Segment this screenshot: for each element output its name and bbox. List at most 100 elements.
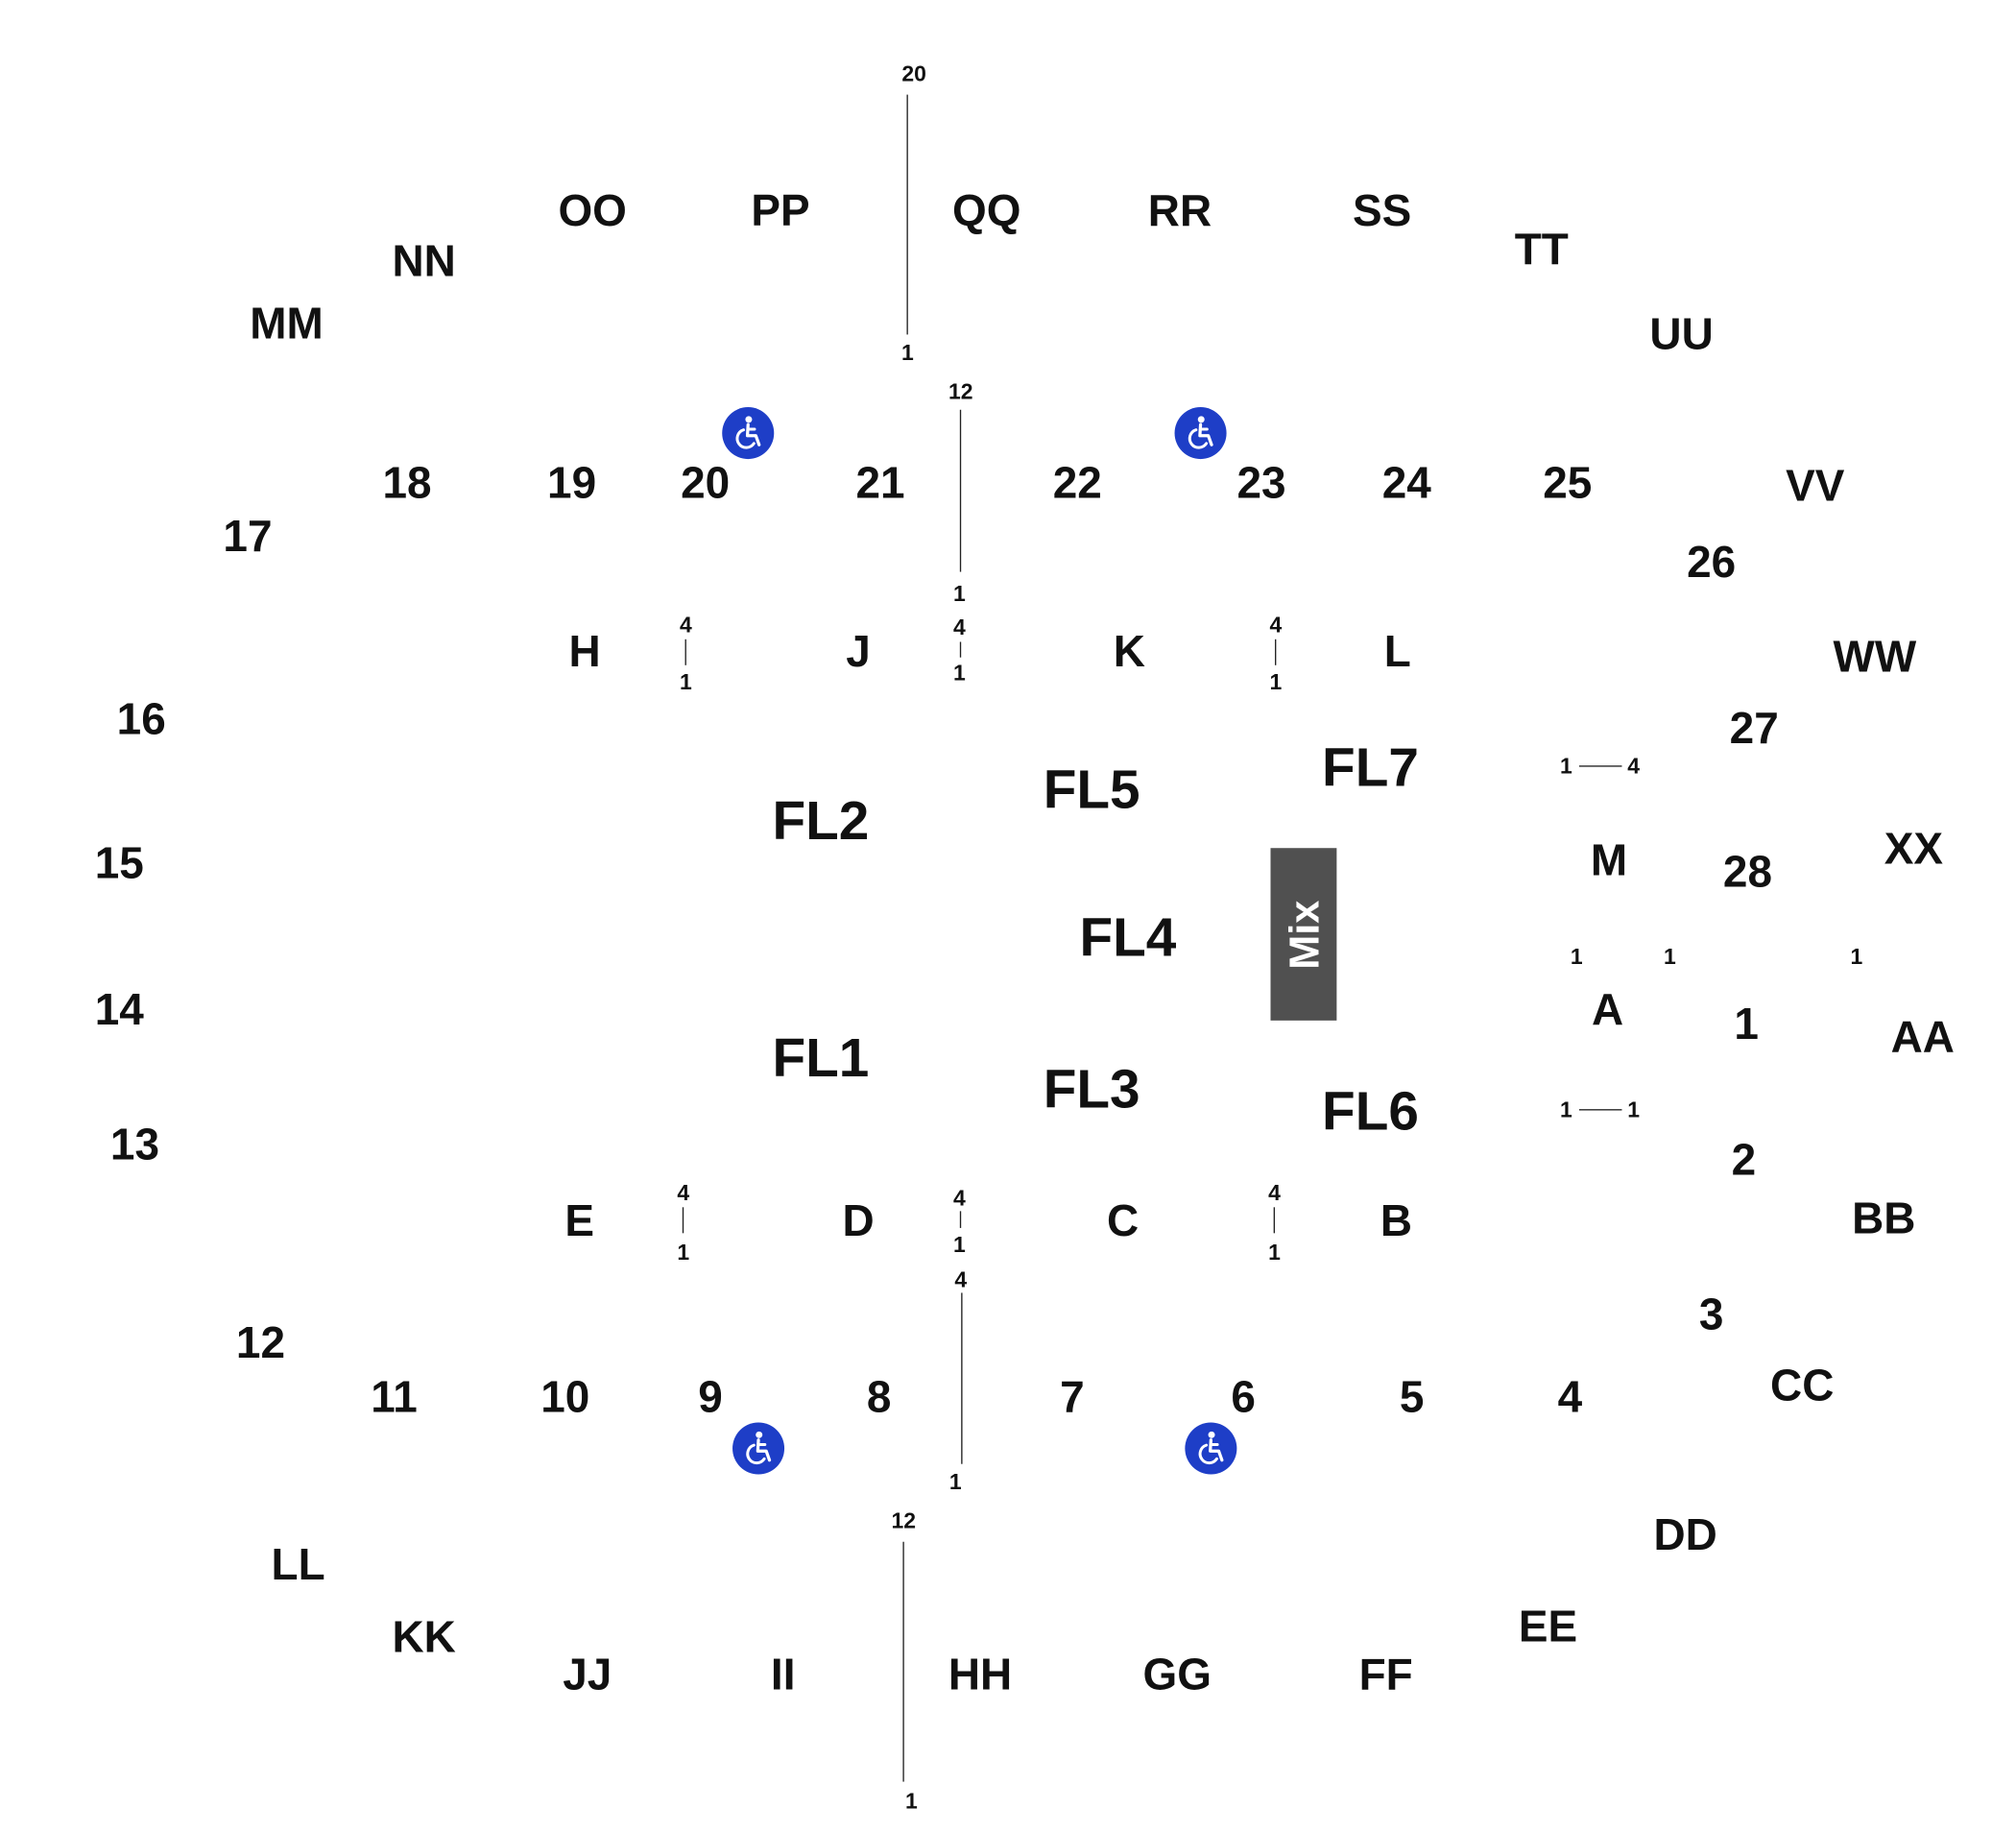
row-number: 4 (952, 615, 966, 640)
row-number: 4 (1627, 754, 1641, 779)
floor-fl2[interactable]: FL2 (772, 789, 870, 851)
row-number: 1 (900, 340, 914, 366)
section-5[interactable]: 5 (1399, 1373, 1425, 1423)
section-7[interactable]: 7 (1060, 1373, 1085, 1423)
section-gg[interactable]: GG (1142, 1651, 1212, 1700)
section-8[interactable]: 8 (866, 1373, 892, 1423)
section-11[interactable]: 11 (371, 1373, 418, 1423)
row-number: 4 (1269, 613, 1283, 638)
floor-fl3[interactable]: FL3 (1043, 1058, 1140, 1120)
section-kk[interactable]: KK (392, 1613, 456, 1663)
section-a[interactable]: A (1592, 985, 1624, 1035)
section-24[interactable]: 24 (1381, 459, 1431, 509)
section-10[interactable]: 10 (540, 1373, 590, 1423)
row-number: 1 (1627, 1097, 1641, 1122)
section-aa[interactable]: AA (1890, 1012, 1955, 1063)
section-ff[interactable]: FF (1358, 1651, 1413, 1700)
row-indicator-line (1275, 639, 1277, 665)
section-26[interactable]: 26 (1687, 538, 1737, 588)
section-nn[interactable]: NN (392, 237, 456, 287)
floor-fl7[interactable]: FL7 (1322, 736, 1419, 798)
wheelchair-icon (732, 1422, 785, 1475)
mix-position[interactable]: Mix (1270, 848, 1337, 1021)
section-qq[interactable]: QQ (952, 186, 1021, 236)
section-1[interactable]: 1 (1734, 1000, 1759, 1049)
section-jj[interactable]: JJ (563, 1651, 612, 1700)
section-ee[interactable]: EE (1518, 1603, 1578, 1652)
section-tt[interactable]: TT (1514, 225, 1569, 276)
section-20[interactable]: 20 (681, 459, 731, 509)
section-21[interactable]: 21 (855, 459, 905, 509)
section-14[interactable]: 14 (94, 985, 144, 1035)
section-16[interactable]: 16 (116, 694, 166, 745)
section-25[interactable]: 25 (1543, 459, 1593, 509)
section-9[interactable]: 9 (698, 1373, 723, 1423)
section-xx[interactable]: XX (1884, 824, 1943, 875)
section-c[interactable]: C (1106, 1196, 1140, 1246)
section-k[interactable]: K (1113, 627, 1145, 677)
row-number: 12 (891, 1508, 917, 1533)
section-27[interactable]: 27 (1729, 704, 1779, 754)
section-m[interactable]: M (1590, 836, 1628, 886)
row-number: 1 (905, 1789, 918, 1814)
wheelchair-icon (722, 407, 775, 460)
section-13[interactable]: 13 (109, 1120, 159, 1170)
section-2[interactable]: 2 (1731, 1136, 1757, 1186)
section-rr[interactable]: RR (1147, 186, 1212, 236)
row-number: 20 (901, 61, 926, 86)
section-ss[interactable]: SS (1353, 186, 1412, 236)
row-number: 1 (1850, 944, 1863, 970)
section-19[interactable]: 19 (547, 459, 597, 509)
row-number: 4 (952, 1186, 966, 1211)
row-number: 1 (1560, 1097, 1572, 1122)
row-indicator-line (1578, 765, 1622, 768)
section-6[interactable]: 6 (1231, 1373, 1256, 1423)
row-number: 1 (1269, 669, 1283, 695)
section-cc[interactable]: CC (1770, 1362, 1835, 1411)
row-number: 4 (680, 613, 692, 638)
section-e[interactable]: E (564, 1196, 594, 1246)
section-3[interactable]: 3 (1698, 1290, 1724, 1340)
floor-fl5[interactable]: FL5 (1043, 759, 1140, 820)
section-28[interactable]: 28 (1722, 848, 1773, 898)
section-oo[interactable]: OO (558, 186, 627, 236)
section-pp[interactable]: PP (751, 186, 810, 236)
section-h[interactable]: H (568, 627, 601, 677)
section-23[interactable]: 23 (1236, 459, 1286, 509)
row-indicator-line (906, 94, 909, 335)
row-indicator-line (959, 409, 962, 572)
section-22[interactable]: 22 (1052, 459, 1102, 509)
section-dd[interactable]: DD (1653, 1510, 1717, 1560)
section-ww[interactable]: WW (1833, 633, 1917, 683)
row-indicator-line (959, 641, 962, 658)
mix-label: Mix (1280, 900, 1328, 970)
section-ll[interactable]: LL (271, 1540, 325, 1590)
row-indicator-line (1273, 1207, 1276, 1234)
floor-fl4[interactable]: FL4 (1079, 905, 1177, 968)
section-12[interactable]: 12 (235, 1318, 285, 1368)
row-number: 4 (677, 1180, 690, 1206)
row-indicator-line (961, 1292, 963, 1464)
wheelchair-icon (1174, 407, 1227, 460)
floor-fl1[interactable]: FL1 (772, 1026, 870, 1089)
section-l[interactable]: L (1383, 627, 1411, 677)
row-number: 1 (680, 669, 692, 695)
row-indicator-line (902, 1541, 905, 1782)
row-number: 1 (1664, 944, 1676, 970)
section-17[interactable]: 17 (223, 512, 273, 562)
row-number: 1 (948, 1469, 962, 1495)
section-18[interactable]: 18 (382, 459, 432, 509)
section-ii[interactable]: II (770, 1651, 796, 1700)
section-4[interactable]: 4 (1557, 1373, 1583, 1423)
section-vv[interactable]: VV (1786, 461, 1845, 512)
row-number: 4 (954, 1267, 968, 1292)
section-uu[interactable]: UU (1649, 309, 1714, 360)
section-j[interactable]: J (846, 627, 871, 677)
floor-fl6[interactable]: FL6 (1322, 1079, 1419, 1142)
section-bb[interactable]: BB (1852, 1193, 1916, 1244)
section-15[interactable]: 15 (94, 838, 144, 889)
section-hh[interactable]: HH (948, 1651, 1013, 1700)
section-mm[interactable]: MM (250, 299, 324, 350)
section-b[interactable]: B (1380, 1196, 1413, 1246)
section-d[interactable]: D (842, 1196, 875, 1246)
